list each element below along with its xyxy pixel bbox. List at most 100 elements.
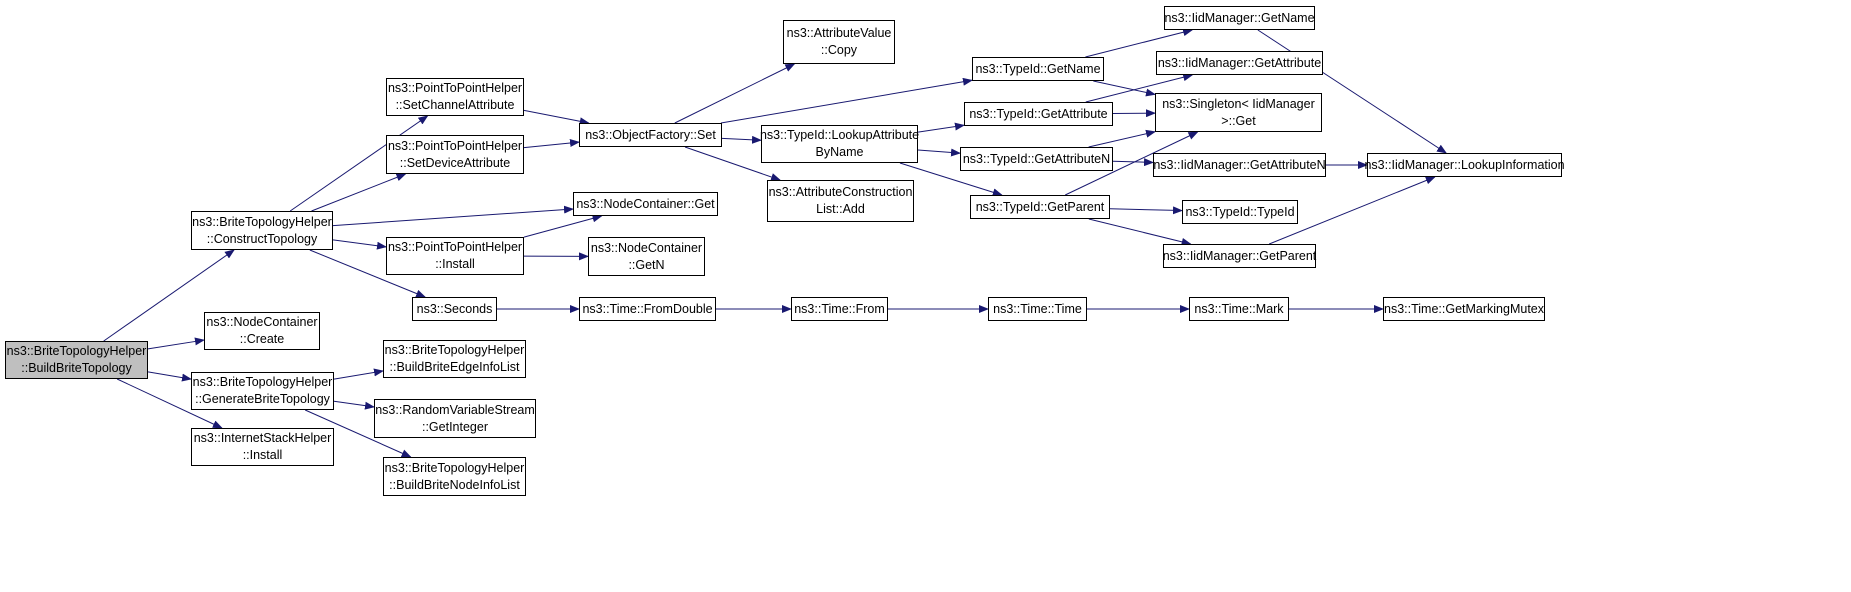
function-node-edge-list[interactable]: ns3::BriteTopologyHelper::BuildBriteEdge… [383,340,526,378]
function-node-tid-getparent[interactable]: ns3::TypeId::GetParent [970,195,1110,219]
function-node-time-mutex[interactable]: ns3::Time::GetMarkingMutex [1383,297,1545,321]
edge-construct-to-seconds [309,249,426,298]
function-node-label: ns3::IidManager::LookupInformation [1364,157,1565,172]
edge-tid-getparent-to-singleton [1064,131,1199,196]
edge-of-set-to-acl-add [684,146,781,181]
function-node-construct[interactable]: ns3::BriteTopologyHelper::ConstructTopol… [191,211,333,250]
function-node-label: ns3::BriteTopologyHelper [384,343,525,357]
function-node-from-double[interactable]: ns3::Time::FromDouble [579,297,716,321]
function-node-label: ns3::PointToPointHelper [387,240,523,254]
edge-construct-to-p2p-dev [311,173,407,212]
edge-construct-to-nc-get [332,205,574,227]
function-node-label: ns3::IidManager::GetParent [1162,248,1317,263]
function-node-node-list[interactable]: ns3::BriteTopologyHelper::BuildBriteNode… [383,457,526,496]
function-node-label: ns3::Time::FromDouble [582,301,713,316]
function-node-generate[interactable]: ns3::BriteTopologyHelper::GenerateBriteT… [191,372,334,410]
function-node-label: ::SetChannelAttribute [395,98,515,112]
edge-generate-to-rvs [333,400,375,410]
function-node-label: ::GetN [628,257,665,272]
function-node-label: ns3::TypeId::TypeId [1185,204,1295,219]
function-node-tid-getattr[interactable]: ns3::TypeId::GetAttribute [964,102,1113,126]
function-node-tid-getattrn[interactable]: ns3::TypeId::GetAttributeN [960,147,1113,171]
function-node-p2p-dev[interactable]: ns3::PointToPointHelper::SetDeviceAttrib… [386,135,524,174]
function-node-label: ns3::Time::GetMarkingMutex [1384,301,1545,316]
function-node-rvs[interactable]: ns3::RandomVariableStream::GetInteger [374,399,536,438]
edge-construct-to-p2p-chan [289,115,429,212]
function-node-time-time[interactable]: ns3::Time::Time [988,297,1087,321]
function-node-tid-typeid[interactable]: ns3::TypeId::TypeId [1182,200,1298,224]
edge-root-to-nc-create [147,337,205,350]
function-node-time-mark[interactable]: ns3::Time::Mark [1189,297,1289,321]
function-node-label: ::SetDeviceAttribute [399,155,511,170]
function-node-of-set[interactable]: ns3::ObjectFactory::Set [579,123,722,147]
function-node-label: ByName [815,145,864,159]
function-node-label: ns3::NodeContainer::Get [576,196,715,211]
function-node-singleton[interactable]: ns3::Singleton< IidManager>::Get [1155,93,1322,132]
edge-tid-getattrn-to-iid-getattrn [1112,158,1154,167]
function-node-nc-getn[interactable]: ns3::NodeContainer::GetN [588,237,705,276]
edge-p2p-install-to-nc-get [523,214,603,238]
edge-generate-to-edge-list [333,368,384,380]
function-node-label: ns3::Time::Time [993,301,1082,316]
function-node-p2p-chan[interactable]: ns3::PointToPointHelper::SetChannelAttri… [386,78,524,116]
function-node-nc-get[interactable]: ns3::NodeContainer::Get [573,192,718,216]
function-node-seconds[interactable]: ns3::Seconds [412,297,497,321]
edge-lookup-attr-to-tid-getattr [917,122,965,133]
function-node-label: ::Install [435,257,475,271]
function-node-label: List::Add [816,202,865,216]
function-node-label: ns3::BriteTopologyHelper [192,375,333,389]
function-node-label: ::Copy [820,43,858,57]
edge-root-to-ish-install [116,378,223,429]
function-node-label: ns3::Singleton< IidManager [1162,96,1315,111]
function-node-iid-getparent[interactable]: ns3::IidManager::GetParent [1163,244,1316,268]
edge-root-to-generate [147,371,192,382]
edge-iid-getname-to-iid-lookup [1257,29,1447,154]
function-node-label: ns3::Time::From [794,301,885,316]
function-node-label: ns3::BriteTopologyHelper [384,460,525,475]
function-node-label: ::BuildBriteEdgeInfoList [389,360,520,374]
edge-lookup-attr-to-tid-getparent [899,162,1003,197]
edge-tid-getname-to-singleton [1093,80,1156,97]
function-node-label: ns3::InternetStackHelper [193,431,332,445]
function-node-ish-install[interactable]: ns3::InternetStackHelper::Install [191,428,334,466]
function-node-label: ns3::NodeContainer [206,315,318,329]
function-node-iid-getname[interactable]: ns3::IidManager::GetName [1164,6,1315,30]
function-node-label: ::Install [242,448,283,462]
function-node-tid-getname[interactable]: ns3::TypeId::GetName [972,57,1104,81]
function-node-label: ::BuildBriteNodeInfoList [389,477,520,492]
edge-tid-getparent-to-iid-getparent [1088,218,1192,246]
function-node-iid-getattrn[interactable]: ns3::IidManager::GetAttributeN [1153,153,1326,177]
function-node-iid-lookup[interactable]: ns3::IidManager::LookupInformation [1364,153,1565,177]
function-node-label: ns3::Time::Mark [1194,301,1284,316]
function-node-label: ns3::TypeId::LookupAttribute [759,128,920,142]
function-node-root[interactable]: ns3::BriteTopologyHelper::BuildBriteTopo… [5,341,148,379]
function-node-label: ns3::BriteTopologyHelper [192,214,332,229]
function-node-label: ns3::Seconds [416,301,493,316]
function-node-nc-create[interactable]: ns3::NodeContainer::Create [204,312,320,350]
function-node-label: ns3::AttributeConstruction [768,185,913,199]
function-node-time-from[interactable]: ns3::Time::From [791,297,888,321]
function-node-p2p-install[interactable]: ns3::PointToPointHelper::Install [386,237,524,275]
edge-p2p-chan-to-of-set [523,109,590,126]
edge-of-set-to-lookup-attr [721,135,762,144]
function-node-label: ns3::TypeId::GetParent [975,199,1105,214]
function-node-label: ::GenerateBriteTopology [195,392,330,406]
edge-generate-to-node-list [304,409,412,458]
edge-tid-getattr-to-iid-getattr [1085,73,1194,103]
function-node-label: ns3::IidManager::GetName [1164,10,1315,25]
function-node-label: ns3::AttributeValue [786,26,892,40]
function-node-label: ::BuildBriteTopology [21,361,132,375]
function-node-label: ns3::RandomVariableStream [375,402,535,417]
edge-tid-getattrn-to-singleton [1088,129,1156,148]
function-node-av-copy[interactable]: ns3::AttributeValue::Copy [783,20,895,64]
edge-tid-getparent-to-tid-typeid [1109,206,1183,215]
edge-construct-to-p2p-install [332,239,387,250]
function-node-label: ns3::BriteTopologyHelper [6,344,147,358]
function-node-iid-getattr[interactable]: ns3::IidManager::GetAttribute [1156,51,1323,75]
function-node-label: ::ConstructTopology [206,231,318,246]
function-node-label: ns3::ObjectFactory::Set [585,127,716,142]
